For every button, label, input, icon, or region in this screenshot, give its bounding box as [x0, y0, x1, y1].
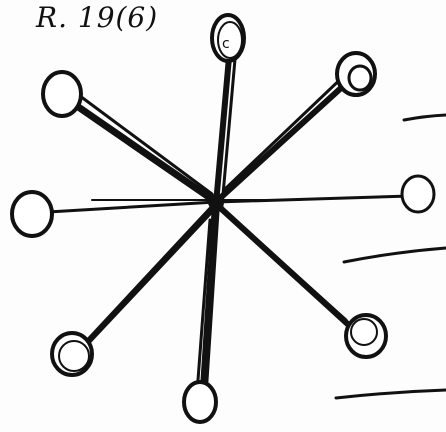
margin-line-2 — [344, 248, 446, 262]
margin-lines — [336, 115, 446, 398]
bond-left — [48, 202, 216, 212]
bond-bottom-left — [80, 204, 216, 350]
bond-top-left — [74, 104, 216, 202]
atom-top-left — [43, 72, 81, 116]
central-atom — [208, 194, 224, 210]
margin-line-3 — [336, 390, 446, 398]
terminal-atoms — [12, 15, 434, 422]
atom-right — [402, 176, 434, 212]
bond-top-right — [218, 78, 352, 200]
center-marker: c — [222, 36, 230, 52]
atom-bottom — [184, 382, 216, 422]
margin-line-1 — [404, 115, 446, 120]
atom-left — [12, 192, 52, 236]
atom-bottom-left — [52, 333, 92, 375]
